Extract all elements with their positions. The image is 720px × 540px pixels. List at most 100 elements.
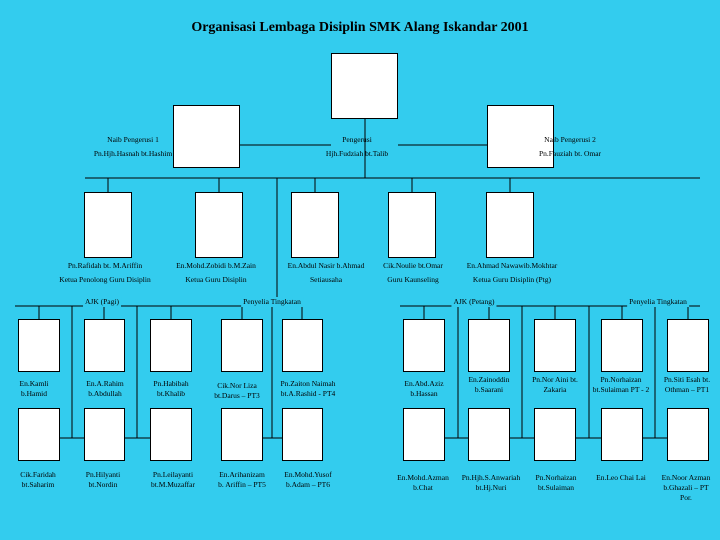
name-line: b.Ghazali – PT [663, 483, 709, 492]
label-row4: Pn.Norhaizan bt.Sulaiman [535, 473, 576, 493]
label-level2: Pn.Rafidah bt. M.Ariffin Ketua Penolong … [59, 261, 150, 285]
name-text: Pn.Hjh.Hasnah bt.Hashim [93, 149, 173, 158]
label-row3: Pn.Siti Esah bt. Othman – PT1 [664, 375, 710, 395]
label-row3: En.Abd.Aziz b.Hassan [404, 379, 443, 399]
group-penyelia-right: Penyelia Tingkatan [627, 297, 689, 307]
photo-box-row3 [468, 319, 510, 372]
label-row3: En.A.Rahim b.Abdullah [86, 379, 124, 399]
photo-box-row3 [221, 319, 263, 372]
role-text: Pengerusi [342, 135, 372, 144]
label-row4: En.Arihanizam b. Ariffin – PT5 [218, 470, 266, 490]
photo-box-level2 [195, 192, 243, 258]
name-line: En.Leo Chai Lai [596, 473, 646, 482]
name-line: bt.A.Rashid - PT4 [280, 389, 336, 398]
photo-box-row3 [84, 319, 125, 372]
photo-box-row4 [84, 408, 125, 461]
label-row3: En.Zainoddin b.Saarani [468, 375, 509, 395]
label-row4: En.Mohd.Yusof b.Adam – PT6 [284, 470, 332, 490]
name-line: En.Abd.Aziz [404, 379, 444, 388]
photo-box-row4 [403, 408, 445, 461]
photo-box-level2 [388, 192, 436, 258]
photo-box-row3 [534, 319, 576, 372]
name-line: bt.Darus – PT3 [214, 391, 260, 400]
name-text: Cik.Noulie bt.Omar [383, 261, 443, 270]
name-line: En.Zainoddin [468, 375, 510, 384]
label-row3: Pn.Zaiton Naimah bt.A.Rashid - PT4 [281, 379, 336, 399]
photo-box-row3 [18, 319, 60, 372]
label-level2: En.Abdul Nasir b.Ahmad Setiausaha [288, 261, 365, 285]
name-line: En.Arihanizam [219, 470, 265, 479]
name-line: bt.Hj.Nuri [475, 483, 507, 492]
label-level2: Cik.Noulie bt.Omar Guru Kaunseling [383, 261, 443, 285]
chart-title: Organisasi Lembaga Disiplin SMK Alang Is… [191, 20, 529, 35]
role-text: Naib Pengerusi 2 [544, 135, 596, 144]
photo-box-row4 [667, 408, 709, 461]
name-line: En.Kamli [19, 379, 49, 388]
name-line: Pn.Siti Esah bt. [663, 375, 711, 384]
label-row4: Cik.Faridah bt.Saharim [20, 470, 56, 490]
name-line: Pn.Leilayanti [152, 470, 194, 479]
label-level2: En.Mohd.Zobidi b.M.Zain Ketua Guru Disip… [176, 261, 256, 285]
name-line: bt.Saharim [21, 480, 55, 489]
name-line: Othman – PT1 [664, 385, 710, 394]
name-line: Pn.Hjh.S.Anwariah [461, 473, 521, 482]
photo-box-naib-2 [487, 105, 554, 168]
name-line: bt.Sulaiman PT - 2 [592, 385, 650, 394]
name-line: En.Mohd.Yusof [284, 470, 332, 479]
role-text: Naib Pengerusi 1 [107, 135, 159, 144]
name-text: En.Abdul Nasir b.Ahmad [287, 261, 365, 270]
name-line: Pn.Norhaizan [600, 375, 642, 384]
role-text: Guru Kaunseling [387, 275, 439, 284]
label-pengerusi: Pengerusi Hjh.Fudziah bt.Talib [326, 135, 388, 159]
label-level2: En.Ahmad Nawawib.Mokhtar Ketua Guru Disi… [467, 261, 558, 285]
role-text: Setiausaha [309, 275, 343, 284]
name-line: Zakaria [543, 385, 567, 394]
name-line: En.Mohd.Azman [397, 473, 449, 482]
name-line: b.Chat [413, 483, 433, 492]
photo-box-row3 [403, 319, 445, 372]
label-row4: Pn.Leilayanti bt.M.Muzaffar [151, 470, 195, 490]
name-line: bt.Sulaiman [537, 483, 575, 492]
name-line: b.Saarani [474, 385, 504, 394]
name-line: Cik.Nor Liza [217, 381, 257, 390]
name-line: Pn.Zaiton Naimah [280, 379, 336, 388]
label-row4: En.Noor Azman b.Ghazali – PT Por. [662, 473, 711, 503]
photo-box-row3 [150, 319, 192, 372]
name-text: Pn.Fauziah bt. Omar [538, 149, 602, 158]
name-line: Por. [680, 493, 692, 502]
name-line: Cik.Faridah [20, 470, 56, 479]
name-line: b.Abdullah [88, 389, 122, 398]
name-line: Pn.Nor Aini bt. [532, 375, 578, 384]
role-text: Ketua Guru Disiplin [185, 275, 247, 284]
name-line: b.Adam – PT6 [286, 480, 330, 489]
label-row3: Pn.Norhaizan bt.Sulaiman PT - 2 [593, 375, 650, 395]
role-text: Ketua Guru Disiplin (Ptg) [472, 275, 552, 284]
label-row3: Cik.Nor Liza bt.Darus – PT3 [214, 381, 260, 401]
label-row4: Pn.Hilyanti bt.Nordin [86, 470, 120, 490]
name-line: Pn.Habibah [153, 379, 189, 388]
photo-box-row4 [221, 408, 263, 461]
group-penyelia-left: Penyelia Tingkatan [241, 297, 303, 307]
photo-box-level2 [84, 192, 132, 258]
photo-box-level2 [291, 192, 339, 258]
label-row3: Pn.Habibah bt.Khalib [153, 379, 188, 399]
photo-box-row4 [282, 408, 323, 461]
photo-box-row4 [601, 408, 643, 461]
name-line: bt.Nordin [88, 480, 118, 489]
name-line: Pn.Hilyanti [85, 470, 121, 479]
name-text: En.Ahmad Nawawib.Mokhtar [466, 261, 558, 270]
label-row4: Pn.Hjh.S.Anwariah bt.Hj.Nuri [462, 473, 521, 493]
name-line: En.Noor Azman [661, 473, 711, 482]
label-row3: Pn.Nor Aini bt. Zakaria [532, 375, 578, 395]
name-text: Hjh.Fudziah bt.Talib [325, 149, 389, 158]
photo-box-row3 [282, 319, 323, 372]
name-text: Pn.Rafidah bt. M.Ariffin [67, 261, 143, 270]
label-row4: En.Mohd.Azman b.Chat [397, 473, 449, 493]
name-line: b.Hamid [20, 389, 48, 398]
photo-box-row3 [601, 319, 643, 372]
name-line: b.Hassan [410, 389, 438, 398]
photo-box-row4 [150, 408, 192, 461]
photo-box-level2 [486, 192, 534, 258]
name-line: b. Ariffin – PT5 [218, 480, 266, 489]
